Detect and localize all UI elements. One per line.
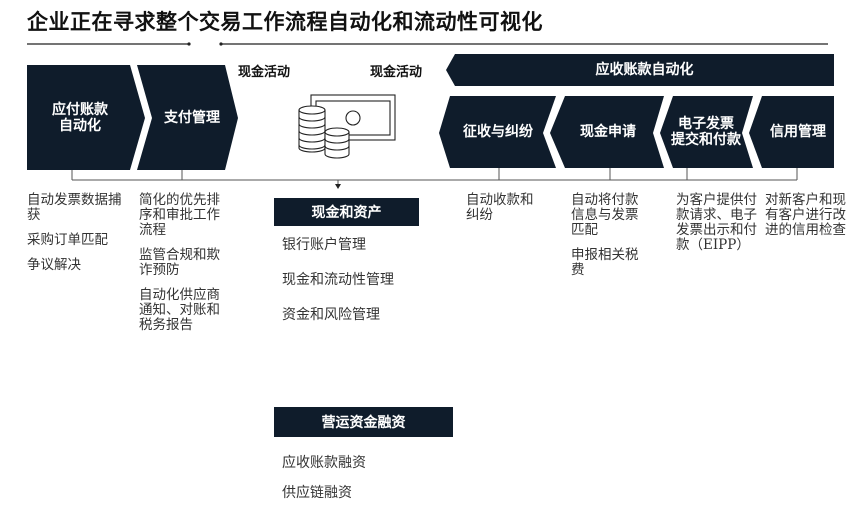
payables-automation-descriptions: 自动发票数据捕获 采购订单匹配 争议解决	[27, 193, 127, 283]
cash-application-descriptions: 自动将付款信息与发票匹配 申报相关税费	[571, 193, 641, 288]
description-item: 为客户提供付款请求、电子发票出示和付款（EIPP）	[676, 192, 757, 253]
step-payables-automation: 应付账款自动化	[30, 100, 130, 136]
working-capital-item: 供应链融资	[282, 485, 352, 501]
connector-lines	[71, 168, 798, 185]
cash-assets-item: 银行账户管理	[282, 237, 366, 253]
credit-management-descriptions: 对新客户和现有客户进行改进的信用检查	[765, 193, 849, 248]
payables-direction-arrow	[27, 42, 191, 46]
working-capital-header: 营运资金融资	[274, 407, 453, 437]
chevron-collections-disputes	[439, 96, 556, 168]
chevron-credit-management	[749, 96, 834, 168]
description-item: 监管合规和欺诈预防	[139, 247, 220, 278]
receivables-banner: 应收账款自动化	[595, 62, 694, 78]
page-title: 企业正在寻求整个交易工作流程自动化和流动性可视化	[27, 10, 543, 34]
chevron-cash-application	[550, 96, 664, 168]
cash-assets-header: 现金和资产	[274, 198, 419, 226]
description-item: 自动发票数据捕获	[27, 192, 122, 223]
working-capital-item: 应收账款融资	[282, 455, 366, 471]
collections-disputes-descriptions: 自动收款和纠纷	[466, 193, 536, 233]
chevron-einvoice-payment	[660, 96, 753, 168]
cash-activity-label-right: 现金活动	[370, 65, 423, 80]
description-item: 自动收款和纠纷	[466, 192, 534, 223]
description-item: 申报相关税费	[571, 247, 639, 278]
description-item: 对新客户和现有客户进行改进的信用检查	[765, 192, 846, 238]
step-label-line: 提交和付款	[671, 132, 741, 148]
payment-management-descriptions: 简化的优先排序和审批工作流程 监管合规和欺诈预防 自动化供应商通知、对账和税务报…	[139, 193, 223, 343]
description-item: 采购订单匹配	[27, 232, 108, 248]
step-cash-application: 现金申请	[580, 124, 636, 140]
description-item: 自动化供应商通知、对账和税务报告	[139, 287, 220, 333]
description-item: 简化的优先排序和审批工作流程	[139, 192, 220, 238]
receivables-banner-shape	[446, 54, 834, 86]
receivables-direction-arrow	[219, 42, 828, 46]
step-label-line: 应付账款	[52, 102, 108, 118]
description-item: 争议解决	[27, 257, 81, 273]
description-item: 自动将付款信息与发票匹配	[571, 192, 639, 238]
chevron-payables-automation	[27, 65, 145, 170]
step-label-line: 电子发票	[678, 116, 734, 132]
chevron-payment-management	[137, 65, 238, 170]
cash-assets-item: 现金和流动性管理	[282, 272, 394, 288]
step-collections-disputes: 征收与纠纷	[463, 124, 533, 140]
step-credit-management: 信用管理	[770, 124, 826, 140]
cash-coins-icon	[298, 94, 396, 159]
cash-assets-item: 资金和风险管理	[282, 307, 380, 323]
step-einvoice-payment: 电子发票提交和付款	[664, 114, 748, 150]
down-arrow-icon	[335, 184, 341, 189]
einvoice-payment-descriptions: 为客户提供付款请求、电子发票出示和付款（EIPP）	[676, 193, 760, 263]
step-payment-management: 支付管理	[164, 110, 220, 126]
cash-activity-label-left: 现金活动	[238, 65, 291, 80]
step-label-line: 自动化	[59, 118, 101, 134]
